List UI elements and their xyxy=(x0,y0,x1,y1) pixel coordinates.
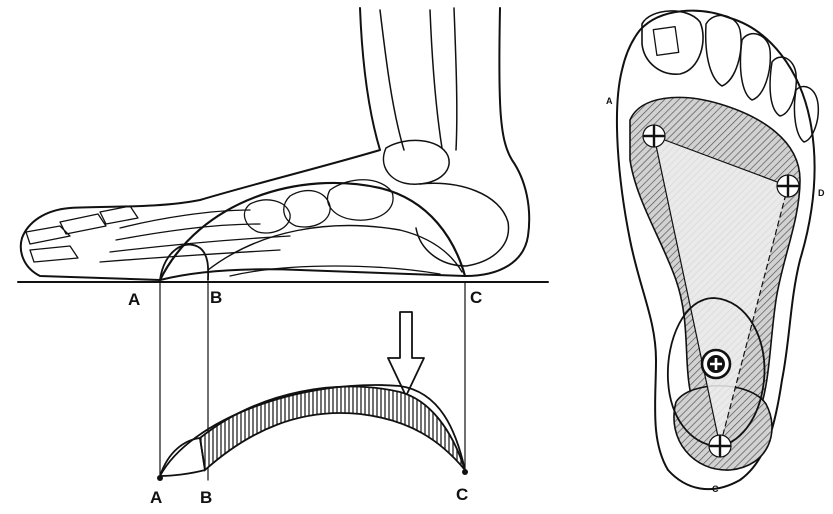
forefoot-lateral-marker xyxy=(777,175,799,197)
forefoot-medial-marker xyxy=(643,125,665,147)
sole-label-d: D xyxy=(818,188,825,198)
talus-bone xyxy=(383,140,449,184)
sole-label-c: C xyxy=(712,484,719,494)
metatarsal-bones xyxy=(100,210,290,262)
load-arrow-icon xyxy=(388,312,424,396)
fibula-outline xyxy=(430,8,457,150)
side-point-c: C xyxy=(470,288,482,307)
heel-marker xyxy=(709,435,731,457)
sole-label-a: A xyxy=(606,96,613,106)
inner-arch-curve xyxy=(208,226,462,272)
arch-point-c: C xyxy=(456,485,468,504)
fourth-toe xyxy=(770,57,796,116)
side-view-foot: A B C xyxy=(18,8,548,309)
calcaneus-bone xyxy=(416,183,509,266)
sole-view: A C D xyxy=(606,11,825,494)
foot-outline xyxy=(21,8,529,280)
fifth-toe xyxy=(794,86,818,142)
tarsal-bones xyxy=(244,180,393,233)
second-toe xyxy=(706,15,741,86)
arch-section-view: A B C xyxy=(150,312,468,507)
side-point-b: B xyxy=(210,288,222,307)
tibia-outline xyxy=(380,10,404,150)
center-of-gravity-marker xyxy=(702,350,730,378)
third-toe xyxy=(740,34,770,100)
big-toe-nail xyxy=(653,27,678,56)
arch-point-b: B xyxy=(200,488,212,507)
arch-band xyxy=(200,387,465,470)
arch-front-segment xyxy=(160,438,205,476)
arch-point-a-dot xyxy=(157,475,163,481)
arch-point-c-dot xyxy=(462,469,468,475)
side-point-a: A xyxy=(128,290,140,309)
arch-point-a: A xyxy=(150,488,162,507)
